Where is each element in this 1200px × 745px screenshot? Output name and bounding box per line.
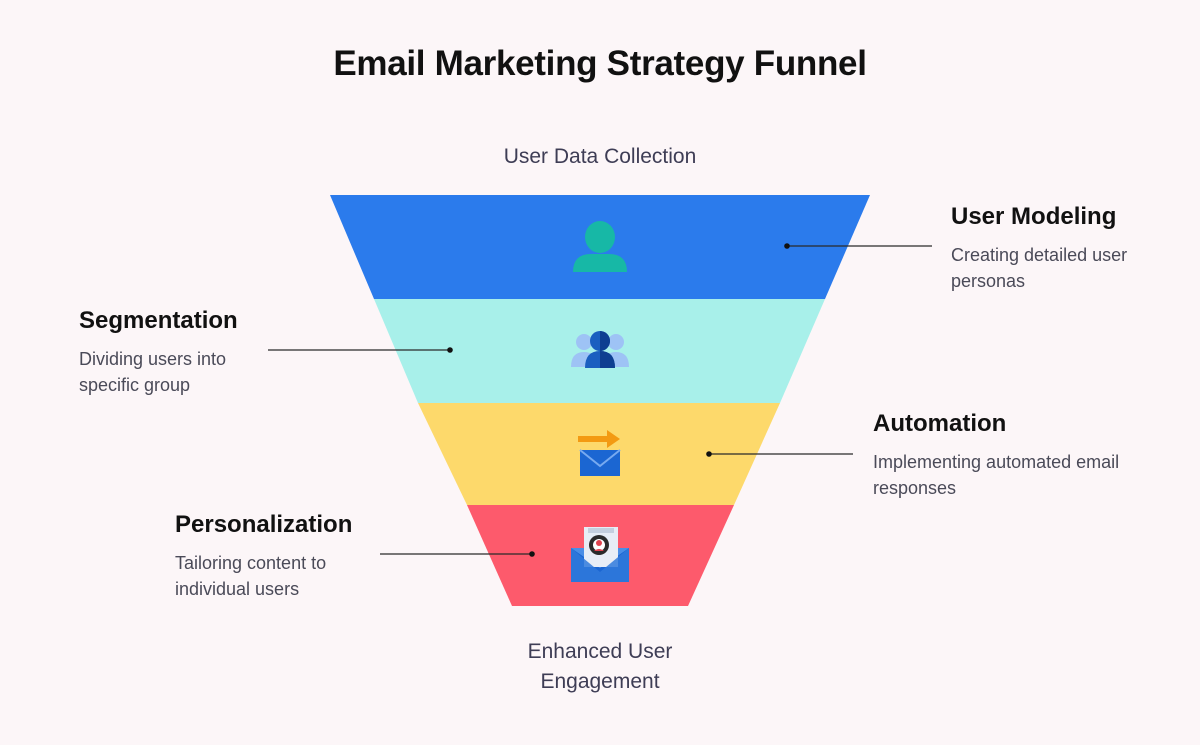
stage-description: Tailoring content to individual users (175, 553, 327, 599)
funnel-top-caption: User Data Collection (503, 145, 697, 168)
stage-personalization: Personalization Tailoring content to ind… (175, 510, 385, 602)
funnel-bottom-caption: Enhanced User Engagement (0, 637, 1200, 697)
connector-user-modeling (784, 243, 932, 249)
connector-personalization (380, 551, 535, 557)
stage-title: Segmentation (79, 307, 238, 334)
email-send-icon (578, 430, 621, 476)
stage-user-modeling: User Modeling Creating detailed user per… (951, 202, 1171, 294)
bottom-caption-line: Engagement (540, 670, 660, 693)
stage-title: User Modeling (951, 203, 1117, 230)
personalized-email-icon (571, 527, 629, 582)
user-icon (573, 221, 627, 272)
group-icon (571, 331, 629, 368)
funnel-layer-segmentation (374, 299, 825, 403)
connector-segmentation (268, 347, 453, 353)
stage-automation: Automation Implementing automated email … (873, 409, 1123, 501)
connector-automation (706, 451, 853, 457)
stage-description: Implementing automated email responses (873, 452, 1120, 498)
bottom-caption-line: Enhanced User (527, 640, 673, 663)
stage-title: Personalization (175, 511, 353, 538)
stage-segmentation: Segmentation Dividing users into specifi… (79, 306, 279, 398)
stage-title: Automation (873, 410, 1007, 437)
stage-description: Creating detailed user personas (951, 245, 1128, 291)
stage-description: Dividing users into specific group (79, 349, 227, 395)
diagram-title: Email Marketing Strategy Funnel (333, 44, 867, 83)
